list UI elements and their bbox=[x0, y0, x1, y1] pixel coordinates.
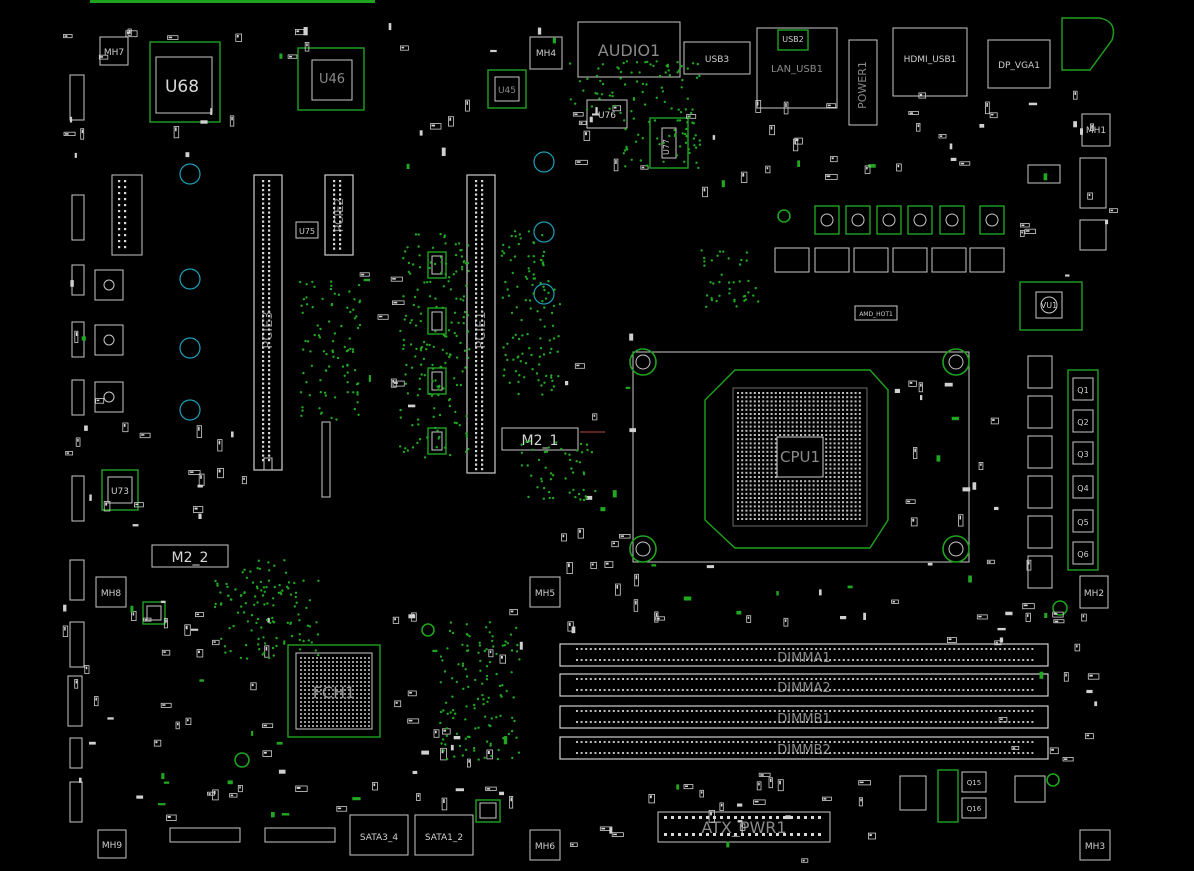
u73-chip: U73 bbox=[101, 469, 139, 511]
mh4-mounting: MH4 bbox=[529, 36, 563, 70]
hdmi-usb1-connector: HDMI_USB1 bbox=[892, 27, 968, 97]
amd-hot1: AMD_HOT1 bbox=[854, 305, 898, 321]
m2-2-label: M2_2 bbox=[172, 550, 209, 566]
m2-2-connector: M2_2 bbox=[151, 544, 229, 568]
usb3-connector: USB3 bbox=[683, 41, 751, 75]
mh1-label: MH1 bbox=[1086, 126, 1106, 136]
power1-label: POWER1 bbox=[856, 61, 869, 109]
hdmi-usb1-label: HDMI_USB1 bbox=[904, 55, 957, 65]
green-vias bbox=[213, 60, 760, 761]
mh3-label: MH3 bbox=[1085, 842, 1105, 852]
vrm-inductors-row bbox=[774, 247, 1005, 273]
left-fan-headers bbox=[94, 174, 143, 413]
amd-hot1-label: AMD_HOT1 bbox=[859, 311, 893, 318]
q8-sata-mosfet bbox=[475, 799, 501, 823]
mh1-mounting: MH1 bbox=[1081, 113, 1111, 147]
mh3-mounting: MH3 bbox=[1079, 829, 1111, 861]
q16-label: Q16 bbox=[967, 805, 982, 813]
u46-label: U46 bbox=[319, 72, 345, 87]
vu1-chip: VU1 bbox=[1019, 281, 1083, 331]
right-mosfet-column: Q1 Q2 Q3 Q4 Q5 Q6 bbox=[1027, 355, 1099, 589]
left-edge-headers bbox=[67, 74, 85, 823]
dimmb2-label: DIMMB2 bbox=[777, 743, 830, 758]
sata3-4-label: SATA3_4 bbox=[360, 833, 399, 843]
usb3-label: USB3 bbox=[705, 55, 729, 65]
audio1-label: AUDIO1 bbox=[598, 41, 660, 60]
u68-chip: U68 bbox=[149, 41, 221, 123]
u76-label: U76 bbox=[598, 111, 616, 121]
bottom-left-headers bbox=[169, 827, 336, 843]
cpu1-socket: CPU1 bbox=[629, 348, 970, 563]
dp-vga1-label: DP_VGA1 bbox=[998, 61, 1040, 71]
m2-1-label: M2_1 bbox=[522, 433, 559, 449]
q4-label: Q4 bbox=[1077, 484, 1088, 493]
q1-label: Q1 bbox=[1077, 386, 1088, 395]
pin-pads bbox=[118, 180, 1034, 836]
sata1-2-label: SATA1_2 bbox=[425, 833, 463, 843]
mh6-label: MH6 bbox=[535, 842, 556, 852]
u73-label: U73 bbox=[111, 487, 129, 497]
mh4-label: MH4 bbox=[536, 49, 557, 59]
u45-chip: U45 bbox=[487, 69, 527, 109]
vertical-header bbox=[321, 421, 331, 498]
u75-label: U75 bbox=[299, 227, 315, 236]
dimma1-label: DIMMA1 bbox=[777, 651, 830, 666]
dimmb1-label: DIMMB1 bbox=[777, 712, 830, 727]
right-edge-headers bbox=[1027, 157, 1107, 251]
pcie3-slot: PCIE3 bbox=[253, 174, 283, 471]
mounting-holes-left: MH7 MH8 MH9 bbox=[95, 36, 129, 859]
mh8-label: MH8 bbox=[101, 589, 122, 599]
bottom-right-mosfets: Q15 Q16 bbox=[899, 769, 1060, 823]
u76-chip: U76 bbox=[586, 99, 628, 129]
dp-vga1-connector: DP_VGA1 bbox=[987, 39, 1051, 89]
u77-label: U77 bbox=[662, 139, 671, 155]
u75-chip: U75 bbox=[295, 221, 319, 239]
m2-1-connector: M2_1 bbox=[501, 427, 605, 451]
fch-green-vias bbox=[234, 623, 435, 768]
mh5-label: MH5 bbox=[535, 589, 555, 599]
q2-label: Q2 bbox=[1077, 418, 1088, 427]
smd-components bbox=[62, 23, 1118, 863]
mh2-mounting: MH2 bbox=[1052, 575, 1109, 616]
sata-connectors: SATA3_4 SATA1_2 bbox=[349, 814, 474, 856]
power1-connector: POWER1 bbox=[848, 39, 878, 126]
top-right-outline bbox=[1061, 17, 1115, 71]
u45-label: U45 bbox=[498, 86, 516, 96]
u46-chip: U46 bbox=[297, 47, 365, 111]
pcie2-slot: PCIE2 bbox=[324, 174, 354, 256]
usb2-label: USB2 bbox=[782, 35, 804, 44]
mh5-mounting: MH5 bbox=[529, 576, 561, 608]
pcie2-label: PCIE2 bbox=[332, 198, 346, 232]
u61-chip bbox=[142, 601, 166, 625]
top-edge-trace bbox=[90, 0, 375, 3]
mh6-mounting: MH6 bbox=[529, 829, 561, 861]
u77-chip: U77 bbox=[649, 117, 689, 169]
u68-label: U68 bbox=[165, 77, 199, 97]
q6-label: Q6 bbox=[1077, 550, 1088, 559]
q5-label: Q5 bbox=[1077, 518, 1088, 527]
cpu1-label: CPU1 bbox=[780, 448, 820, 466]
q15-label: Q15 bbox=[967, 779, 981, 787]
standoff-holes-left bbox=[179, 151, 555, 421]
q3-label: Q3 bbox=[1077, 450, 1088, 459]
mh7-label: MH7 bbox=[104, 48, 124, 58]
vu1-label: VU1 bbox=[1041, 301, 1057, 310]
mh9-label: MH9 bbox=[102, 841, 123, 851]
dimm-slots: DIMMA1 DIMMA2 DIMMB1 DIMMB2 bbox=[559, 643, 1049, 760]
audio1-connector: AUDIO1 bbox=[577, 21, 681, 78]
dimma2-label: DIMMA2 bbox=[777, 681, 830, 696]
mh2-label: MH2 bbox=[1084, 589, 1104, 599]
lan-usb1-label: LAN_USB1 bbox=[771, 64, 823, 75]
lan-usb1-connector: USB2 LAN_USB1 bbox=[756, 27, 838, 109]
vrm-chokes-row bbox=[777, 205, 1005, 235]
